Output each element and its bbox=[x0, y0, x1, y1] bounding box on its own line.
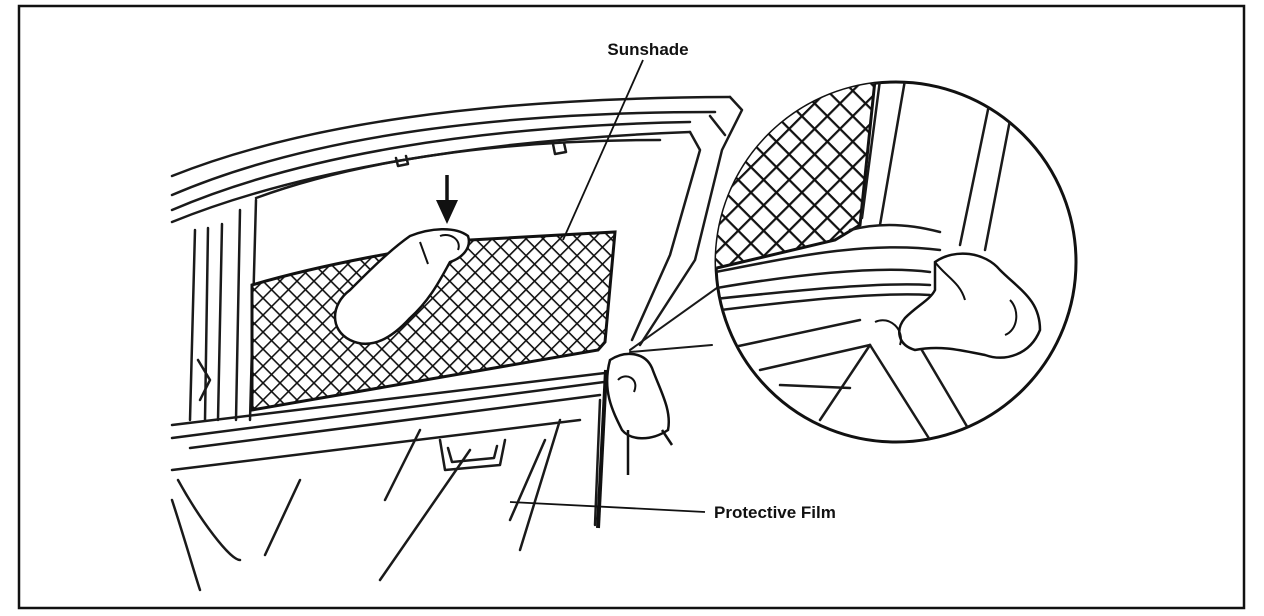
peeling-hand bbox=[605, 352, 674, 475]
protective-film-callout: Protective Film bbox=[509, 501, 836, 522]
car-door bbox=[170, 95, 744, 592]
sunshade-callout: Sunshade bbox=[562, 40, 689, 241]
press-down-arrow-icon bbox=[436, 175, 458, 224]
protective-film-label: Protective Film bbox=[714, 503, 836, 522]
figure-border bbox=[17, 4, 1246, 610]
magnified-detail bbox=[714, 80, 1078, 444]
protective-film-strip bbox=[596, 369, 608, 529]
pressing-hand bbox=[333, 228, 471, 346]
sunshade-label: Sunshade bbox=[607, 40, 688, 59]
